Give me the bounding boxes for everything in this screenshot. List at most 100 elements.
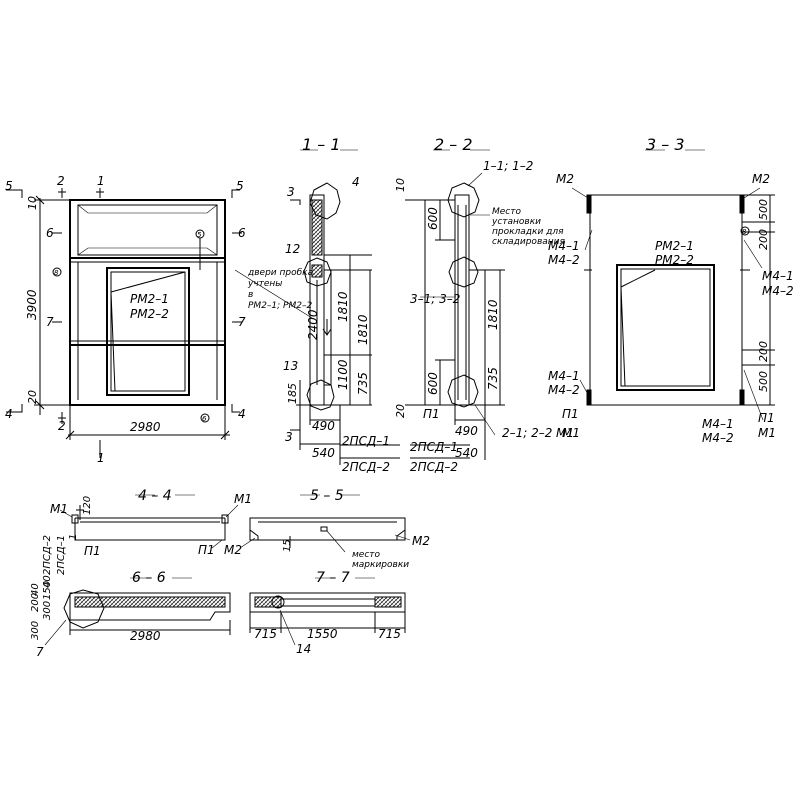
section-7-7-title: 7 – 7 <box>316 570 350 586</box>
s33-m2-right: М2 <box>752 172 770 186</box>
s33-dim-500-top: 500 <box>757 199 770 220</box>
s11-mark-13: 13 <box>283 359 298 373</box>
front-dim-3900: 3900 <box>25 289 39 320</box>
front-label-4-left: 4 <box>5 407 13 421</box>
s33-m2-left: М2 <box>556 172 574 186</box>
s22-dim-540: 540 <box>455 446 478 460</box>
s77-dim-715-left: 715 <box>254 627 277 641</box>
s77-dim-715-right: 715 <box>378 627 401 641</box>
front-dim-10: 10 <box>26 196 39 210</box>
s33-m41-top: М4–1 <box>548 239 580 253</box>
section-7-7-drawing <box>249 577 406 646</box>
s66-dim-300a: 300 <box>30 621 41 640</box>
s11-dim-185: 185 <box>286 383 299 404</box>
s55-note-line2: маркировки <box>352 560 409 570</box>
s11-note-line2: учтены <box>247 279 282 289</box>
s22-note-line1: Место <box>492 207 521 217</box>
front-label-1-bottom: 1 <box>97 451 105 465</box>
s11-note-line4: РМ2–1; РМ2–2 <box>248 301 312 311</box>
front-rm22: РМ2–2 <box>130 307 169 321</box>
s33-p1-left: П1 <box>562 407 579 421</box>
section-4-4-title: 4 – 4 <box>138 488 172 504</box>
s11-mark-12: 12 <box>285 242 300 256</box>
s33-dim-200-bottom: 200 <box>757 341 770 362</box>
s55-m2-right: М2 <box>412 534 430 548</box>
s44-psd2: 2ПСД–2 <box>42 535 53 575</box>
s22-p1: П1 <box>423 407 440 421</box>
front-circle-8: 8 <box>54 269 59 277</box>
s11-dim-1810-b: 1810 <box>356 314 370 345</box>
s11-note-line3: в <box>248 290 253 300</box>
front-label-2-top: 2 <box>57 174 65 188</box>
s66-dim-200: 200 <box>30 593 41 612</box>
front-label-7-right: 7 <box>238 315 246 329</box>
s66-dim-300b: 300 <box>42 601 53 620</box>
s11-mark-4: 4 <box>352 175 360 189</box>
section-6-6-title: 6 – 6 <box>132 570 166 586</box>
section-2-2-drawing <box>405 149 505 460</box>
s11-dim-540: 540 <box>312 446 335 460</box>
s22-note-line4: складирования <box>492 237 565 247</box>
s33-rm22: РМ2–2 <box>655 253 694 267</box>
s33-dim-500-bottom: 500 <box>757 371 770 392</box>
s22-dim-20: 20 <box>394 404 407 418</box>
s11-dim-490: 490 <box>312 419 335 433</box>
s22-psd1: 2ПСД–1 <box>410 440 458 454</box>
s22-note-line3: прокладки для <box>492 227 564 237</box>
front-label-2-bottom: 2 <box>58 419 66 433</box>
s66-dim-40b: 40 <box>42 575 53 588</box>
s33-circle-8: 8 <box>742 228 747 236</box>
front-label-5-left: 5 <box>5 179 13 193</box>
s11-psd2: 2ПСД–2 <box>342 460 390 474</box>
s22-m1: М1 <box>556 426 574 440</box>
s44-m1-right: М1 <box>234 492 252 506</box>
s33-m42-bottom-right: М4–2 <box>702 431 734 445</box>
s44-dim-120: 120 <box>82 496 93 515</box>
s22-dim-10: 10 <box>394 178 407 192</box>
s66-dim-150: 150 <box>42 581 53 600</box>
section-2-2-title: 2 – 2 <box>434 135 473 154</box>
s66-dim-40a: 40 <box>30 583 41 596</box>
front-rm21: РМ2–1 <box>130 292 169 306</box>
section-1-1-drawing <box>234 149 400 465</box>
s55-m2-left: М2 <box>224 543 242 557</box>
s11-psd1: 2ПСД–1 <box>342 434 390 448</box>
section-1-1-title: 1 – 1 <box>302 135 341 154</box>
section-4-4-drawing <box>59 494 239 549</box>
s11-mark-3-top: 3 <box>287 185 295 199</box>
s33-m41-bottom-right: М4–1 <box>702 417 734 431</box>
s33-m1-left: М1 <box>562 426 580 440</box>
front-label-4-right: 4 <box>238 407 246 421</box>
front-label-1-top: 1 <box>97 174 105 188</box>
s33-m41-right: М4–1 <box>762 269 794 283</box>
s11-dim-1810-a: 1810 <box>336 291 350 322</box>
s22-dim-600-bottom: 600 <box>426 372 440 395</box>
s77-dim-1550: 1550 <box>307 627 338 641</box>
s77-mark-14: 14 <box>296 642 311 656</box>
s33-m42-top: М4–2 <box>548 253 580 267</box>
s44-n1: 1 <box>68 534 79 540</box>
s22-mark-31-32: 3–1; 3–2 <box>410 292 460 306</box>
s22-dim-735: 735 <box>486 367 500 390</box>
section-3-3-drawing <box>571 149 775 421</box>
s55-dim-15: 15 <box>282 539 293 552</box>
front-label-7-left: 7 <box>46 315 54 329</box>
front-circle-6: 6 <box>202 415 207 423</box>
s22-note-line2: установки <box>491 217 541 227</box>
s33-m42-bottom-left: М4–2 <box>548 383 580 397</box>
s55-note-line1: место <box>352 550 381 560</box>
s11-dim-1100: 1100 <box>336 359 350 390</box>
s44-p1-left: П1 <box>84 544 101 558</box>
s66-mark-7: 7 <box>36 645 44 659</box>
s33-rm21: РМ2–1 <box>655 239 694 253</box>
s33-m41-bottom-left: М4–1 <box>548 369 580 383</box>
section-5-5-title: 5 – 5 <box>310 488 344 504</box>
s22-mark-11-12: 1–1; 1–2 <box>483 159 533 173</box>
s11-dim-2400: 2400 <box>306 309 320 340</box>
s44-psd1: 2ПСД–1 <box>56 535 67 575</box>
front-dim-2980: 2980 <box>130 420 161 434</box>
s22-dim-1810: 1810 <box>486 299 500 330</box>
front-dim-20: 20 <box>26 390 39 404</box>
front-label-6-right: 6 <box>238 226 246 240</box>
s33-p1-right: П1 <box>758 411 775 425</box>
